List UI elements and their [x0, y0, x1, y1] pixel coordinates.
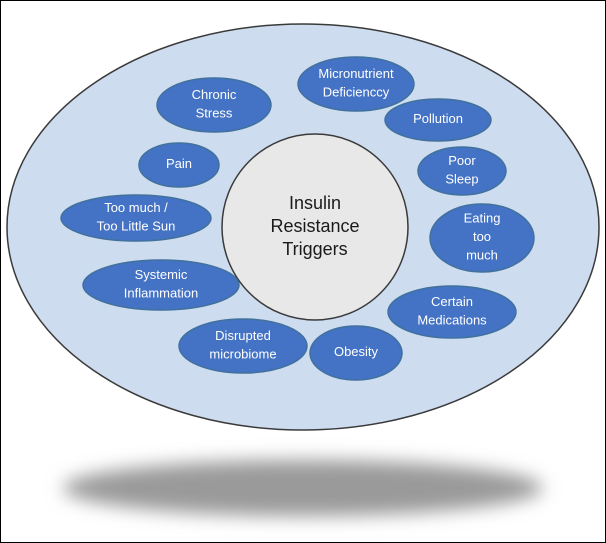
trigger-label: Eating too much — [464, 211, 501, 263]
center-circle — [221, 133, 409, 321]
trigger-label-line: Eating — [464, 211, 501, 226]
center-title-line: Triggers — [282, 239, 347, 259]
trigger-label-line: microbiome — [209, 347, 276, 362]
trigger-label-line: Medications — [417, 313, 487, 328]
trigger-label-line: Disrupted — [215, 328, 271, 343]
trigger-label: Pain — [166, 156, 192, 171]
trigger-label-line: Pollution — [413, 111, 463, 126]
trigger-bubble-shape — [429, 203, 535, 273]
center-title-line: Resistance — [270, 216, 359, 236]
trigger-bubble: Pain — [138, 142, 220, 188]
trigger-label-line: Inflammation — [124, 286, 198, 301]
trigger-label-line: Micronutrient — [318, 66, 394, 81]
trigger-bubble-shape — [178, 318, 308, 374]
trigger-label-line: Sleep — [445, 172, 478, 187]
trigger-bubble-shape — [297, 56, 415, 112]
trigger-label-line: Certain — [431, 294, 473, 309]
trigger-bubble-shape — [384, 98, 492, 142]
trigger-label-line: Systemic — [135, 267, 188, 282]
trigger-label-line: Poor — [448, 153, 476, 168]
trigger-label-line: Too Little Sun — [97, 219, 176, 234]
trigger-bubble: Disrupted microbiome — [178, 318, 308, 374]
trigger-label-line: Deficienccy — [323, 85, 390, 100]
center-title-line: Insulin — [289, 193, 341, 213]
trigger-label: Obesity — [334, 344, 379, 359]
trigger-label: Too much / Too Little Sun — [97, 200, 176, 234]
trigger-bubble-shape — [417, 146, 507, 196]
trigger-label-line: too — [473, 229, 491, 244]
trigger-bubble: Too much / Too Little Sun — [60, 194, 212, 242]
trigger-bubble: Pollution — [384, 98, 492, 142]
trigger-label-line: Obesity — [334, 344, 379, 359]
trigger-bubble: Obesity — [309, 325, 403, 381]
trigger-bubble-shape — [309, 325, 403, 381]
trigger-bubble-shape — [60, 194, 212, 242]
trigger-label-line: much — [466, 248, 498, 263]
trigger-bubble-shape — [156, 77, 272, 133]
trigger-bubble-shape — [387, 285, 517, 339]
trigger-bubble: Eating too much — [429, 203, 535, 273]
trigger-bubble-shape — [138, 142, 220, 188]
trigger-label-line: Stress — [196, 106, 233, 121]
trigger-bubble-shape — [82, 259, 240, 311]
trigger-label-line: Pain — [166, 156, 192, 171]
diagram-shadow — [63, 460, 543, 516]
trigger-label: Disrupted microbiome — [209, 328, 276, 362]
trigger-label: Pollution — [413, 111, 463, 126]
trigger-label-line: Chronic — [192, 87, 237, 102]
trigger-label-line: Too much / — [104, 200, 168, 215]
